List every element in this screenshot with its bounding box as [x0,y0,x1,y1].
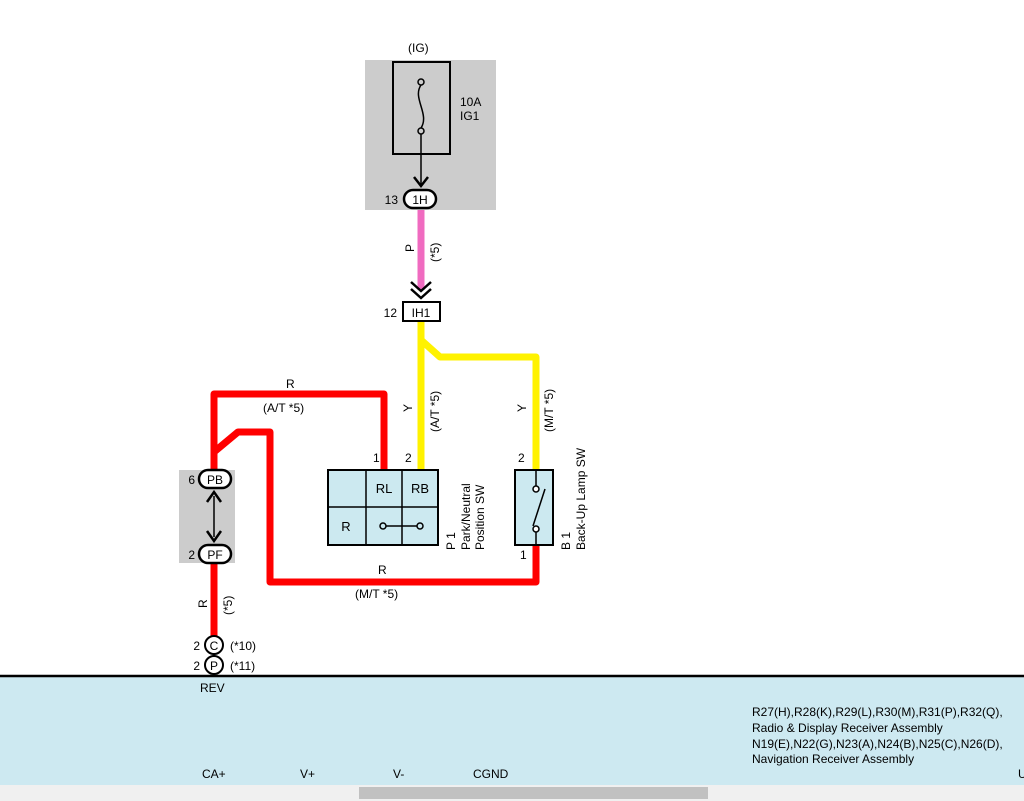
pn-name-line1: Park/Neutral [459,483,473,550]
pn-cell-rb: RB [411,481,429,496]
connector-ih1-id: IH1 [412,306,431,320]
bl-pin-1: 1 [520,548,527,562]
connector-1h-id: 1H [412,193,427,207]
receiver-pin-v-minus: V- [393,767,404,781]
pn-pin-2: 2 [405,451,412,465]
receiver-line2: Radio & Display Receiver Assembly [752,721,943,735]
receiver-line3: N19(E),N22(G),N23(A),N24(B),N25(C),N26(D… [752,737,1003,751]
red-wire-bottom-color: R [378,563,387,577]
bl-name: Back-Up Lamp SW [574,447,588,550]
fuse-name: IG1 [460,109,480,123]
yellow-wire-mt-note: (M/T *5) [542,389,556,432]
receiver-edge-char: U [1018,767,1024,781]
red-wire-bottom [211,428,540,586]
connector-c-note: (*10) [230,639,256,653]
yellow-wire-at-note: (A/T *5) [428,391,442,432]
connector-1h: 1H 13 [385,188,438,210]
connector-p-pin: 2 [193,659,200,673]
fuse-supply-label: (IG) [408,41,429,55]
connector-1h-pin: 13 [385,193,399,207]
yellow-wire-at-color: Y [401,404,415,412]
pn-cell-r: R [341,519,350,534]
receiver-terminal-rev: REV [200,681,225,695]
pb-pf-connector-block: PB 6 PF 2 [179,468,235,565]
horizontal-scrollbar[interactable] [0,785,1024,801]
wire-labels: P (*5) Y (A/T *5) Y (M/T *5) R (A/T *5) … [196,243,556,615]
yellow-wire-mt [418,337,540,470]
receiver-pin-ca-plus: CA+ [202,767,226,781]
backup-lamp-switch: 2 1 B 1 Back-Up Lamp SW [514,447,588,562]
connector-ih1: IH1 12 [384,281,441,322]
fuse-rating: 10A [460,95,481,109]
pn-pin-1: 1 [373,451,380,465]
pink-wire-color: P [403,244,417,252]
fuse-block: (IG) 10A IG1 [365,41,496,210]
connector-pb-pin: 6 [188,473,195,487]
park-neutral-position-switch: RL RB R 1 2 P 1 Park/Neutral Position SW [327,451,487,550]
receiver-line1: R27(H),R28(K),R29(L),R30(M),R31(P),R32(Q… [752,705,1003,719]
red-wire-top-note: (A/T *5) [263,401,304,415]
yellow-wire-mt-color: Y [515,404,529,412]
connector-c-pin: 2 [193,639,200,653]
red-wire-left-color: R [196,599,210,608]
pn-code: P 1 [444,532,458,550]
connector-p-id: P [210,659,218,673]
connector-pf-id: PF [207,548,222,562]
red-wire-top [210,390,388,470]
red-wire-left-note: (*5) [221,596,235,615]
receiver-assembly: REV CA+ V+ V- CGND R27(H),R28(K),R29(L),… [0,674,1024,785]
wires [210,210,540,636]
receiver-line4: Navigation Receiver Assembly [752,752,914,766]
receiver-pin-cgnd: CGND [473,767,509,781]
connector-ih1-pin: 12 [384,306,398,320]
pn-name-line2: Position SW [473,484,487,550]
pink-wire-note: (*5) [428,243,442,262]
receiver-pin-v-plus: V+ [300,767,315,781]
bl-code: B 1 [559,532,573,550]
c-p-connectors: C 2 (*10) P 2 (*11) [193,635,256,676]
pn-cell-rl: RL [376,481,393,496]
red-wire-top-color: R [286,377,295,391]
red-wire-bottom-note: (M/T *5) [355,587,398,601]
bl-pin-2: 2 [518,451,525,465]
connector-pf-pin: 2 [188,548,195,562]
connector-p-note: (*11) [230,659,255,673]
connector-c-id: C [210,639,219,653]
scrollbar-thumb[interactable] [359,787,708,799]
connector-pb-id: PB [207,473,223,487]
